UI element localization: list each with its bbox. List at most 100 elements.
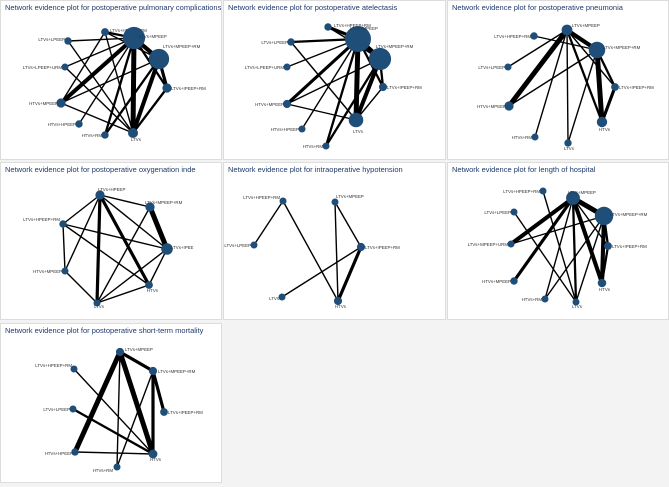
node-label: LTVs+LPEEP: [43, 407, 70, 412]
edge-htvs-mpeep-to-ltvs: [286, 103, 357, 121]
node-label: LTVs: [269, 296, 280, 301]
edge-ltvs-hpeep-rm-to-htvs-mpeep: [62, 223, 66, 272]
node-htvs-rm: [322, 142, 330, 150]
edge-ltvs-mpeep-rm-to-htvs-rm: [103, 57, 161, 137]
node-ltvs-lpeep: [250, 241, 258, 249]
node-htvs-rm: [541, 295, 549, 303]
edge-ltvs-mpeep-rm-to-htvs: [594, 47, 605, 125]
node-ltvs-hpeep-rm: [279, 197, 287, 205]
node-ltvs-mpeep: [566, 191, 580, 205]
node-label: LTVs+MPEEP+RM: [163, 44, 201, 49]
node-label: LTVs+MPEEP: [125, 347, 153, 352]
node-label: HTVs+RM: [522, 297, 543, 302]
panel-short-term-mortality: Network evidence plot for postoperative …: [0, 323, 222, 483]
edge-ltvs-mpeep-to-ltvs-ipeep-rm: [566, 29, 616, 88]
edge-ltvs-hpeep-rm-to-ltvs-ipee: [62, 223, 168, 250]
node-htvs-rm: [101, 131, 109, 139]
edge-ltvs-mpeep-rm-to-ltvs: [575, 215, 605, 303]
edge-ltvs-hpeep-rm-to-htvs: [62, 223, 150, 286]
edge-ltvs-ipee-to-ltvs: [96, 248, 168, 304]
edge-ltvs-mpeep-to-htvs-rm: [116, 351, 121, 468]
node-ltvs-lpeep: [64, 37, 72, 45]
edge-ltvs-mpeep-rm-to-htvs-mpeep: [60, 58, 160, 104]
edge-ltvs-mpeep-to-htvs: [117, 349, 156, 457]
node-htvs-mpeep: [61, 267, 69, 275]
node-ltvs-hpeep-rm: [59, 220, 67, 228]
node-label: HTVs+HPEEP: [271, 127, 299, 132]
node-ltvs-ipee: [161, 243, 173, 255]
node-ltvs-mpeep: [122, 26, 146, 50]
node-label: LTVs: [131, 137, 142, 142]
node-label: HTVs+HPEEP: [45, 451, 73, 456]
edge-ltvs-lpeep-to-ltvs-mpeep: [507, 29, 568, 68]
node-label: LTVs+IPEE: [171, 245, 194, 250]
nodes: LTVs+HPEEPLTVs+MPEEP+RMLTVs+HPEEP+RMLTVs…: [23, 187, 193, 309]
node-ltvs-hpeep: [95, 190, 105, 200]
edge-ltvs-to-ltvs-ipeep-rm: [281, 246, 362, 298]
node-htvs-mpeep: [504, 101, 514, 111]
node-ltvs-mpeep: [115, 347, 125, 357]
node-label: LTVs+LPEEP+URM: [245, 65, 285, 70]
edge-ltvs-mpeep-to-htvs-rm: [103, 36, 136, 137]
node-label: HTVs+RM: [512, 135, 533, 140]
edge-ltvs-hpeep-rm-to-htvs: [282, 200, 339, 302]
edges: [71, 349, 166, 468]
edge-ltvs-hpeep-rm-to-htvs-mpeep: [60, 31, 106, 104]
node-label: LTVs+MPEEP: [568, 190, 596, 195]
edge-ltvs-mpeep-rm-to-htvs-rm: [324, 57, 382, 148]
node-ltvs: [564, 139, 572, 147]
nodes: LTVs+MPEEPLTVs+HPEEP+RMLTVs+LPEEPLTVs+MP…: [477, 23, 654, 151]
edge-ltvs-mpeep-rm-to-ltvs: [130, 56, 162, 136]
panel-title: Network evidence plot for postoperative …: [5, 326, 204, 335]
node-label: HTVs: [599, 127, 611, 132]
edge-ltvs-mpeep-to-ltvs: [130, 35, 137, 136]
edge-ltvs-hpeep-to-ltvs-ipee: [99, 194, 168, 250]
node-ltvs: [93, 299, 101, 307]
network-plot: LTVs+HPEEP+RMLTVs+MPEEPLTVs+LPEEPLTVs+MP…: [245, 23, 422, 150]
edge-ltvs-mpeep-rm-to-htvs-rm: [544, 215, 605, 300]
edge-ltvs-mpeep-to-ltvs-mpeep-urm: [508, 195, 576, 247]
edge-ltvs-mpeep-to-htvs: [334, 201, 339, 302]
panel-title: Network evidence plot for postoperative …: [5, 165, 196, 174]
edge-ltvs-mpeep-rm-to-ltvs-ipee: [147, 204, 170, 252]
node-ltvs-mpeep-rm: [148, 48, 170, 70]
node-htvs: [333, 296, 343, 306]
edge-htvs-mpeep-to-ltvs: [64, 270, 98, 304]
node-label: HTVs+RM: [303, 144, 324, 149]
node-ltvs-ipeep-rm: [162, 83, 172, 93]
edge-ltvs-ipeep-rm-to-htvs: [336, 245, 363, 303]
edge-ltvs-mpeep-to-htvs-mpeep: [58, 35, 137, 106]
node-label: HTVs+RM: [93, 468, 114, 473]
node-label: HTVs+RM: [82, 133, 103, 138]
node-label: HTVs+MPEEP: [482, 279, 511, 284]
edge-ltvs-lpeep-to-htvs: [71, 407, 155, 456]
node-ltvs-mpeep-rm: [148, 366, 158, 376]
node-htvs: [148, 449, 158, 459]
node-htvs: [596, 116, 608, 128]
node-label: LTVs+MPEEP: [572, 23, 600, 28]
node-label: LTVs+IPEEP+RM: [365, 245, 400, 250]
node-label: LTVs+MPEEP+RM: [610, 212, 648, 217]
panel-title: Network evidence plot for intraoperative…: [228, 165, 403, 174]
node-label: HTVs+MPEEP: [29, 101, 58, 106]
node-ltvs-lpeep-urm: [61, 63, 69, 71]
edge-ltvs-hpeep-to-ltvs-hpeep-rm: [62, 194, 101, 225]
edge-ltvs-ipeep-rm-to-htvs: [600, 85, 617, 124]
node-label: LTVs+HPEEP+RM: [35, 363, 72, 368]
node-label: HTVs: [335, 304, 347, 309]
node-label: LTVs+LPEEP: [261, 40, 288, 45]
node-label: LTVs+MPEEP: [350, 26, 378, 31]
node-label: LTVs: [564, 146, 575, 151]
node-ltvs-hpeep-rm: [530, 32, 538, 40]
node-ltvs-ipeep-rm: [611, 83, 619, 91]
edge-ltvs-mpeep-to-htvs-hpeep: [78, 37, 135, 125]
node-ltvs: [348, 112, 364, 128]
edges: [62, 193, 170, 305]
node-label: LTVs+HPEEP+RM: [334, 23, 371, 28]
edge-ltvs-mpeep-to-htvs-mpeep: [512, 196, 575, 283]
network-plot: LTVs+HPEEP+RMLTVs+MPEEPLTVs+LPEEPLTVs+MP…: [23, 26, 206, 142]
node-ltvs-lpeep: [69, 405, 77, 413]
node-ltvs-mpeep-rm: [594, 206, 614, 226]
